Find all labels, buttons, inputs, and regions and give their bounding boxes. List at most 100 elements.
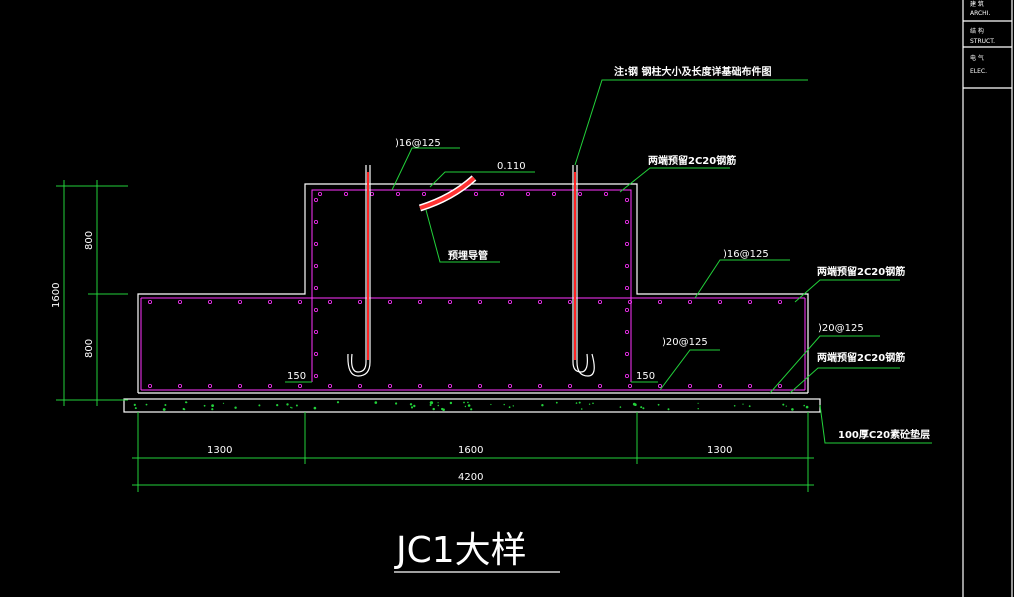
dim-total-height: 1600 <box>51 283 62 308</box>
rebar-dot <box>598 299 603 304</box>
rebar-dot <box>417 299 422 304</box>
aggregate-dot <box>464 405 467 408</box>
rebar-dot <box>177 383 182 388</box>
rebar-dot <box>568 299 573 304</box>
aggregate-dot <box>578 401 581 404</box>
rebar-dot <box>778 383 783 388</box>
rebar-low-label: )20@125 <box>662 337 708 348</box>
aggregate-dot <box>409 403 413 406</box>
rebar-dot <box>477 299 482 304</box>
rebar-dot <box>718 299 723 304</box>
aggregate-dot <box>733 405 736 407</box>
rebar-dot <box>313 263 318 268</box>
rebar-dot <box>237 299 242 304</box>
rebar-dot <box>313 373 318 378</box>
rebar-dot <box>526 191 531 196</box>
aggregate-dot <box>667 408 670 411</box>
rebar-dot <box>387 299 392 304</box>
rebar-dot <box>421 191 426 196</box>
aggregate-dot <box>437 402 439 404</box>
rebar-dot <box>147 299 152 304</box>
rebar-dot <box>177 299 182 304</box>
rebar-dot <box>207 299 212 304</box>
aggregate-dot <box>697 402 699 404</box>
rebar-dot <box>313 285 318 290</box>
embedded-pipe <box>418 175 477 212</box>
anchor-bolts <box>347 165 595 377</box>
title-block-struct-en: STRUCT. <box>970 38 995 45</box>
title-block-archi-en: ARCHI. <box>970 10 990 17</box>
rebar-dot <box>357 383 362 388</box>
rebar-dot <box>718 383 723 388</box>
aggregate-dot <box>162 408 166 411</box>
title-block-archi-cn: 建 筑 <box>970 0 984 8</box>
cover-top-label: 两端预留2C20钢筋 <box>648 154 736 167</box>
dimension-lines <box>56 180 814 492</box>
aggregate-dot <box>442 408 445 412</box>
aggregate-dot <box>222 402 225 404</box>
dim-upper-height: 800 <box>84 231 95 250</box>
rebar-bottom-label: )20@125 <box>818 323 864 334</box>
rebar-dot <box>313 241 318 246</box>
rebar-dot <box>317 191 322 196</box>
rebar-dot <box>625 263 630 268</box>
aggregate-dot <box>748 405 751 408</box>
aggregate-dot <box>785 405 787 407</box>
aggregate-dot <box>467 401 469 404</box>
rebar-dot <box>395 191 400 196</box>
aggregate-dot <box>413 404 416 408</box>
aggregate-dot <box>276 404 279 407</box>
aggregate-dot <box>432 407 435 411</box>
aggregate-dot <box>164 404 167 406</box>
aggregate-dot <box>634 403 637 407</box>
cover-bottom-label: 两端预留2C20钢筋 <box>817 351 905 364</box>
rebar-dot <box>598 383 603 388</box>
aggregate-dot <box>555 401 558 404</box>
aggregate-dot <box>640 406 643 409</box>
aggregate-dot <box>697 408 699 410</box>
offset-right-label: 150 <box>636 371 655 382</box>
rebar-dot <box>313 219 318 224</box>
rebar-dot <box>327 383 332 388</box>
rebar-top-label: )16@125 <box>395 138 441 149</box>
rebar-dot <box>207 383 212 388</box>
rebar-dot <box>387 383 392 388</box>
aggregate-dot <box>290 406 292 409</box>
rebar-dot <box>628 383 633 388</box>
aggregate-dot <box>395 402 398 405</box>
offset-left-label: 150 <box>287 371 306 382</box>
rebar-mid-label: )16@125 <box>723 249 769 260</box>
rebar-dot <box>625 241 630 246</box>
dim-total: 4200 <box>458 472 483 483</box>
aggregate-dot <box>374 401 378 404</box>
aggregate-dot <box>580 408 583 410</box>
rebar-cage <box>140 189 806 391</box>
aggregate-dot <box>211 408 214 411</box>
title-block-elec-en: ELEC. <box>970 68 987 75</box>
aggregate-dot <box>742 403 744 405</box>
aggregate-dot <box>467 404 471 407</box>
annotations: 注:钢 钢柱大小及长度详基础布件图 )16@125 0.110 预埋导管 两端预… <box>51 65 930 573</box>
rebar-dot <box>477 383 482 388</box>
rebar-dot <box>658 299 663 304</box>
rebar-dot <box>297 299 302 304</box>
aggregate-dot <box>183 408 186 411</box>
rebar-dot <box>313 329 318 334</box>
rebar-dot <box>778 299 783 304</box>
rebar-dot <box>688 383 693 388</box>
aggregate-dot <box>133 403 136 406</box>
rebar-dot <box>604 191 609 196</box>
dim-left: 1300 <box>207 445 232 456</box>
aggregate-dot <box>449 401 453 405</box>
rebar-dot <box>748 383 753 388</box>
aggregate-dot <box>203 404 206 407</box>
rebar-dot <box>507 299 512 304</box>
rebar-dot <box>313 307 318 312</box>
rebar-dot <box>625 307 630 312</box>
rebar-dot <box>658 383 663 388</box>
dim-middle: 1600 <box>458 445 483 456</box>
aggregate-dot <box>470 408 473 411</box>
aggregate-dot <box>211 404 215 407</box>
rebar-dot <box>369 191 374 196</box>
rebar-dot <box>578 191 583 196</box>
